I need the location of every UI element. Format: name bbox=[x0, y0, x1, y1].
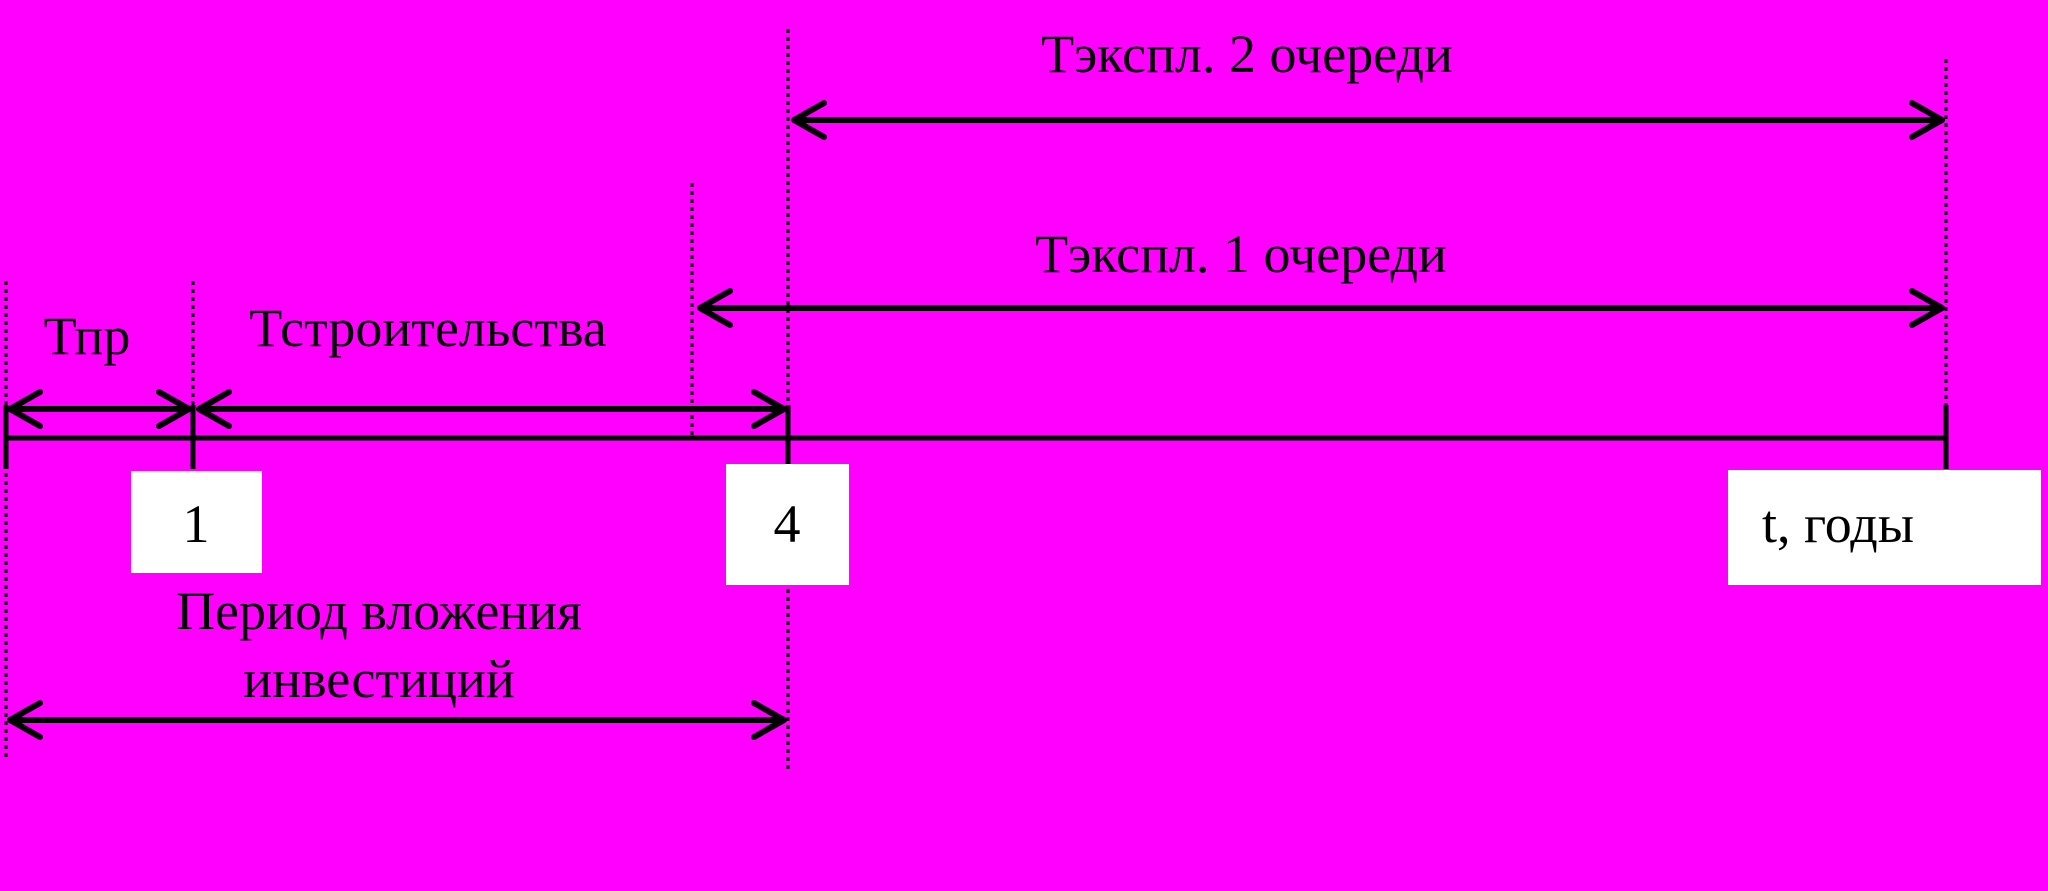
label-investment-period-2: инвестиций bbox=[243, 649, 514, 709]
tick-label-box-1: 1 bbox=[131, 471, 262, 573]
label-t-pr: Тпр bbox=[44, 306, 131, 366]
arrow-t-pr bbox=[7, 389, 192, 429]
label-t-expl-2: Тэкспл. 2 очереди bbox=[1041, 24, 1453, 84]
axis-unit-label: t, годы bbox=[1762, 494, 1914, 554]
label-t-expl-1: Тэкспл. 1 очереди bbox=[1035, 224, 1447, 284]
arrow-t-expl-2 bbox=[791, 100, 1945, 140]
tick-label-4: 4 bbox=[774, 494, 801, 554]
arrow-t-construction bbox=[196, 389, 787, 429]
tick-label-box-4: 4 bbox=[726, 464, 849, 585]
tick-label-1: 1 bbox=[183, 494, 210, 554]
label-investment-period-1: Период вложения bbox=[176, 581, 582, 641]
axis-unit-box: t, годы bbox=[1728, 470, 2041, 585]
time-axis bbox=[3, 405, 1949, 469]
arrow-investment-period bbox=[7, 700, 787, 740]
label-t-construction: Тстроительства bbox=[249, 298, 607, 358]
arrow-t-expl-1 bbox=[697, 288, 1945, 328]
